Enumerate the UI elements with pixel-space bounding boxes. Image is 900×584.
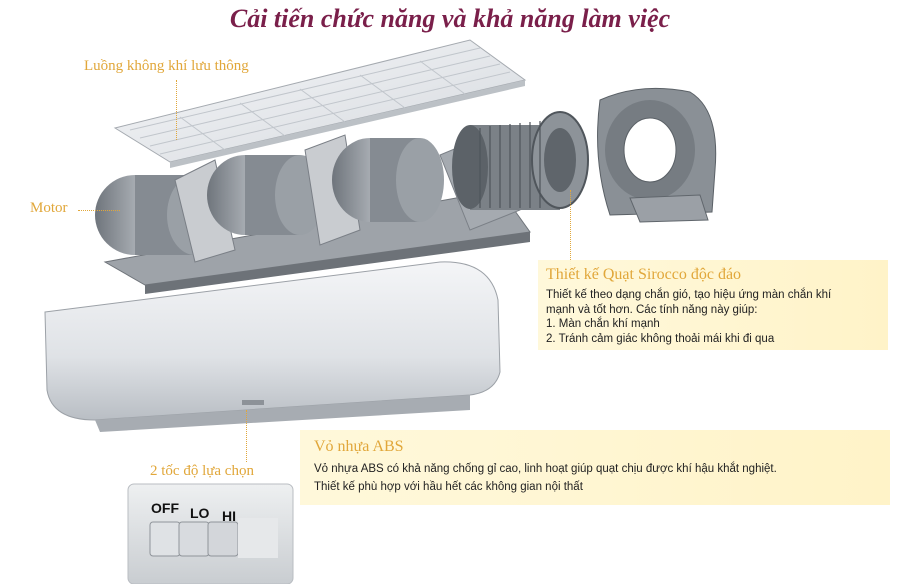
sirocco-wheel [452,111,589,210]
sirocco-line: mạnh và tốt hơn. Các tính năng này giúp: [546,303,758,316]
sirocco-leader [570,190,571,280]
sirocco-line: Thiết kế theo dạng chắn gió, tạo hiệu ứn… [546,289,832,301]
abs-line: Vỏ nhựa ABS có khả năng chống gỉ cao, li… [314,463,777,475]
air-grille [113,39,527,168]
sirocco-line: 1. Màn chắn khí mạnh [546,318,660,330]
off-label: OFF [151,500,179,516]
cover-leader [246,410,247,462]
sirocco-line: 2. Tránh cảm giác không thoải mái khi đi… [546,332,775,345]
page-title: Cải tiến chức năng và khả năng làm việc [229,4,671,33]
sirocco-description: Thiết kế theo dạng chắn gió, tạo hiệu ứn… [546,288,880,346]
scroll-housing [597,87,717,223]
hi-label: HI [222,508,236,524]
airflow-label: Luồng không khí lưu thông [84,58,249,74]
airflow-leader [176,80,177,140]
motor-label: Motor [30,200,68,216]
motor-leader [78,210,120,211]
lo-label: LO [190,505,210,521]
blower-fans [95,134,444,263]
abs-heading: Vỏ nhựa ABS [314,438,404,455]
sirocco-heading: Thiết kế Quạt Sirocco độc đáo [546,266,742,283]
front-cover [44,261,501,432]
sirocco-info-box: Thiết kế Quạt Sirocco độc đáo Thiết kế t… [538,260,888,350]
abs-line: Thiết kế phù hợp với hầu hết các không g… [314,481,583,493]
abs-info-box: Vỏ nhựa ABS Vỏ nhựa ABS có khả năng chốn… [300,430,890,505]
switch-panel [127,483,294,584]
speed-label: 2 tốc độ lựa chọn [150,463,254,479]
abs-description: Vỏ nhựa ABS có khả năng chống gỉ cao, li… [314,460,876,496]
